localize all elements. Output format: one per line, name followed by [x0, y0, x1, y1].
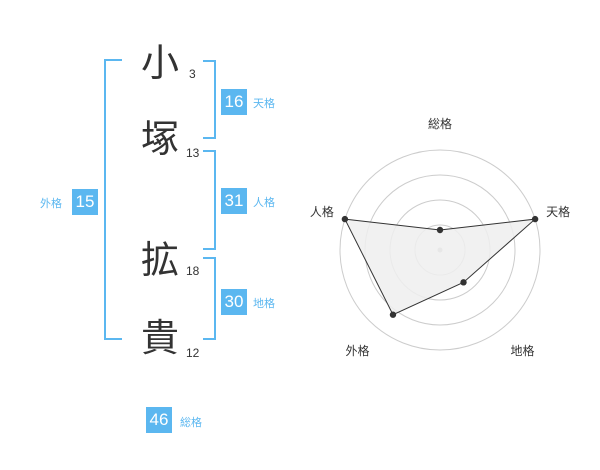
name-char-4-strokes: 12 — [186, 346, 200, 360]
tenkaku-value-badge: 16 — [221, 89, 247, 115]
soukaku-value-badge: 46 — [146, 407, 172, 433]
radar-axis-label-2: 天格 — [546, 204, 570, 219]
radar-axis-label-4: 外格 — [345, 343, 369, 358]
radar-point-4 — [389, 311, 397, 318]
radar-axis-label-3: 地格 — [511, 343, 535, 358]
chikaku-label: 地格 — [253, 297, 275, 310]
radar-ring-4 — [339, 149, 541, 351]
radar-point-3 — [460, 279, 467, 286]
jinkaku-value-badge: 31 — [221, 188, 247, 214]
radar-point-1 — [436, 226, 444, 234]
radar-value-shape — [344, 218, 537, 316]
radar-point-2 — [531, 215, 539, 223]
name-char-1-strokes: 3 — [189, 67, 196, 81]
jinkaku-label: 人格 — [253, 196, 275, 209]
soukaku-label: 総格 — [180, 416, 202, 429]
name-char-2-strokes: 13 — [186, 146, 200, 160]
name-char-1: 小 — [141, 41, 180, 85]
gaikaku-label: 外格 — [40, 197, 62, 210]
tenkaku-label: 天格 — [253, 97, 275, 110]
name-char-2: 塚 — [141, 117, 180, 161]
gaikaku-value-badge: 15 — [72, 189, 98, 215]
chikaku-value-badge: 30 — [221, 289, 247, 315]
radar-axis-label-1: 総格 — [428, 116, 452, 131]
radar-axis-label-5: 人格 — [310, 204, 334, 219]
radar-point-5 — [341, 215, 349, 223]
name-char-3: 拡 — [141, 238, 180, 282]
name-char-4: 貴 — [141, 316, 180, 360]
name-char-3-strokes: 18 — [186, 264, 200, 278]
